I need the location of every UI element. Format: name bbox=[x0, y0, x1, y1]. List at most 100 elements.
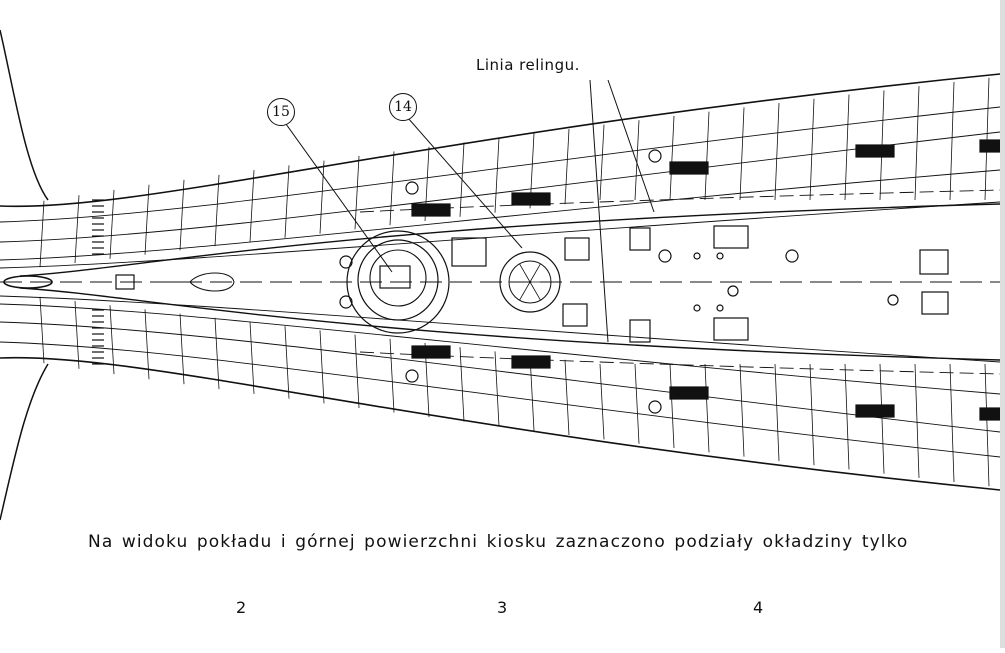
frame-line-215-e-port bbox=[214, 174, 220, 247]
leader-15 bbox=[285, 123, 393, 273]
leader-railing-lower bbox=[589, 79, 609, 343]
callout-14-marker: 14 bbox=[389, 93, 417, 121]
bow-hatch bbox=[115, 274, 135, 290]
deck-fitting-1 bbox=[785, 249, 799, 263]
hull-outline-a-starboard bbox=[0, 356, 1001, 491]
limber-hole-3 bbox=[855, 144, 895, 158]
limber-hole-9 bbox=[979, 407, 1005, 421]
frame-line-915-e-starboard bbox=[914, 363, 920, 478]
frame-line-600-e-starboard bbox=[599, 363, 605, 440]
deck-cleat-1 bbox=[629, 319, 651, 343]
hull-outline-a-port bbox=[0, 73, 1001, 208]
frame-line-145-e-starboard bbox=[144, 309, 150, 380]
frame-line-285-e-starboard bbox=[284, 326, 290, 399]
hull-longitudinal-1-b-starboard bbox=[0, 321, 1001, 433]
frame-line-845-e-starboard bbox=[844, 363, 850, 470]
frame-line-635-e-port bbox=[634, 120, 640, 201]
frame-line-495-e-starboard bbox=[494, 351, 500, 427]
deck-rosette-0 bbox=[405, 181, 419, 195]
frame-line-145-e-port bbox=[144, 184, 150, 255]
limber-hole-2 bbox=[669, 161, 709, 175]
hull-longitudinal-2-b-starboard bbox=[0, 303, 1001, 395]
deck-rosette-1 bbox=[648, 149, 662, 163]
deck-rosette-3 bbox=[648, 400, 662, 414]
hull-longitudinal-1-b-port bbox=[0, 131, 1001, 243]
deck-plate-2 bbox=[562, 303, 588, 327]
hatch-14-spoke-1 bbox=[529, 281, 541, 301]
limber-hole-0 bbox=[411, 203, 451, 217]
deck-fitting-3 bbox=[887, 294, 899, 306]
frame-line-775-e-port bbox=[774, 103, 780, 201]
frame-line-565-e-starboard bbox=[564, 359, 570, 435]
frame-line-810-e-starboard bbox=[809, 363, 815, 466]
hull-longitudinal-3-b-starboard bbox=[0, 295, 1001, 363]
frame-line-40-e-starboard bbox=[39, 296, 45, 364]
frame-line-600-e-port bbox=[599, 124, 605, 201]
frame-line-355-e-starboard bbox=[354, 334, 360, 408]
frame-line-705-e-starboard bbox=[704, 363, 710, 453]
deck-fitting-4 bbox=[693, 252, 701, 260]
frame-line-915-e-port bbox=[914, 86, 920, 201]
limber-hole-1 bbox=[511, 192, 551, 206]
frame-line-40-e-port bbox=[39, 200, 45, 268]
frame-line-110-e-port bbox=[109, 189, 115, 259]
deck-cladding-note: Na widoku pokładu i górnej powierzchni k… bbox=[88, 532, 909, 552]
frame-line-180-e-starboard bbox=[179, 313, 185, 385]
railing-line-label: Linia relingu. bbox=[476, 56, 580, 74]
frame-line-740-e-port bbox=[739, 107, 745, 201]
frame-line-320-e-starboard bbox=[319, 330, 325, 404]
frame-line-215-e-starboard bbox=[214, 317, 220, 390]
tower-outer-ring bbox=[346, 230, 450, 334]
deck-fitting-5 bbox=[716, 252, 724, 260]
grid-number-3: 3 bbox=[497, 598, 508, 617]
frame-line-985-e-port bbox=[984, 77, 990, 201]
deck-cleat-3 bbox=[713, 317, 749, 341]
frame-line-355-e-port bbox=[354, 156, 360, 230]
frame-line-775-e-starboard bbox=[774, 363, 780, 461]
deck-rosette-5 bbox=[339, 295, 353, 309]
deck-cleat-0 bbox=[629, 227, 651, 251]
tower-inner-ring bbox=[357, 239, 439, 321]
frame-line-180-e-port bbox=[179, 179, 185, 251]
grid-number-2: 2 bbox=[236, 598, 247, 617]
frame-line-635-e-starboard bbox=[634, 363, 640, 444]
frame-line-460-e-starboard bbox=[459, 347, 465, 422]
frame-line-390-e-port bbox=[389, 151, 395, 226]
frame-line-250-e-port bbox=[249, 170, 255, 243]
deck-rosette-4 bbox=[339, 255, 353, 269]
frame-line-75-e-port bbox=[74, 195, 80, 264]
frame-line-75-e-starboard bbox=[74, 300, 80, 369]
frame-line-985-e-starboard bbox=[984, 363, 990, 487]
deck-fitting-2 bbox=[727, 285, 739, 297]
frame-line-845-e-port bbox=[844, 94, 850, 201]
hatch-14-spoke-5 bbox=[529, 263, 541, 283]
deck-cleat-2 bbox=[713, 225, 749, 249]
frame-line-670-e-port bbox=[669, 115, 675, 201]
limber-hole-5 bbox=[411, 345, 451, 359]
bow-plane-starboard bbox=[0, 363, 49, 521]
limber-hole-6 bbox=[511, 355, 551, 369]
frame-line-705-e-port bbox=[704, 111, 710, 201]
hatch-15-ring bbox=[369, 249, 427, 307]
frame-line-810-e-port bbox=[809, 98, 815, 201]
anchor-fitting bbox=[168, 272, 235, 292]
deck-plate-1 bbox=[564, 237, 590, 261]
frame-line-320-e-port bbox=[319, 160, 325, 234]
hull-longitudinal-2-b-port bbox=[0, 169, 1001, 261]
leader-14 bbox=[407, 117, 523, 249]
frame-line-565-e-port bbox=[564, 129, 570, 205]
frame-line-285-e-port bbox=[284, 165, 290, 238]
bow-tip bbox=[3, 275, 53, 289]
frame-line-390-e-starboard bbox=[389, 338, 395, 413]
frame-line-670-e-starboard bbox=[669, 363, 675, 449]
periscope-box bbox=[379, 265, 411, 289]
hull-longitudinal-0-b-starboard bbox=[0, 341, 1001, 458]
bow-plane-port bbox=[0, 29, 49, 201]
hatch-14-outer bbox=[499, 251, 561, 313]
deck-fitting-7 bbox=[716, 304, 724, 312]
limber-hole-8 bbox=[855, 404, 895, 418]
frame-line-495-e-port bbox=[494, 137, 500, 213]
hatch-14-spoke-2 bbox=[519, 281, 531, 301]
